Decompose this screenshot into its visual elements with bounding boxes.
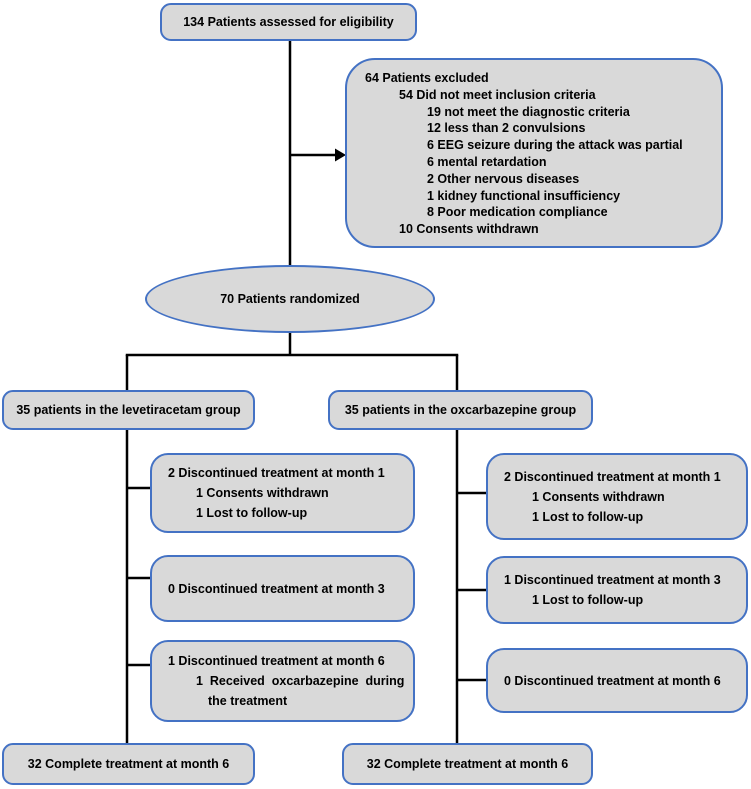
text-line: 2 Discontinued treatment at month 1 [504, 469, 721, 484]
node-right-discontinued-month6: 0 Discontinued treatment at month 6 [486, 648, 748, 713]
text-line: 0 Discontinued treatment at month 6 [504, 673, 721, 688]
text-line: 1 Discontinued treatment at month 6 [168, 654, 385, 668]
node-right-discontinued-month3: 1 Discontinued treatment at month 3 1 Los… [486, 556, 748, 624]
node-label: 32 Complete treatment at month 6 [27, 757, 230, 771]
text-line: 1 Received oxcarbazepine during [196, 674, 405, 688]
node-label: 32 Complete treatment at month 6 [366, 757, 569, 771]
node-left-discontinued-month3: 0 Discontinued treatment at month 3 [150, 555, 415, 622]
text-line: 12 less than 2 convulsions [427, 121, 586, 136]
text-line: 1 Consents withdrawn [196, 486, 329, 500]
text-line: 2 Discontinued treatment at month 1 [168, 466, 385, 480]
node-patients-randomized: 70 Patients randomized [145, 265, 435, 333]
node-label: 70 Patients randomized [220, 292, 360, 306]
text-line: 19 not meet the diagnostic criteria [427, 104, 630, 119]
text-line: 6 EEG seizure during the attack was part… [427, 138, 683, 153]
node-right-discontinued-month1: 2 Discontinued treatment at month 1 1 Con… [486, 453, 748, 540]
text-line: 2 Other nervous diseases [427, 171, 580, 186]
text-line: 1 Lost to follow-up [532, 509, 644, 524]
node-label: 35 patients in the levetiracetam group [16, 403, 241, 417]
node-left-discontinued-month1: 2 Discontinued treatment at month 1 1 Con… [150, 453, 415, 533]
text-line: 54 Did not meet inclusion criteria [399, 87, 596, 102]
text-line: 0 Discontinued treatment at month 3 [168, 581, 385, 596]
node-assessed-for-eligibility: 134 Patients assessed for eligibility [160, 3, 417, 41]
node-label: 134 Patients assessed for eligibility [183, 15, 394, 29]
text-line: 1 Lost to follow-up [532, 593, 644, 607]
text-line: 1 Discontinued treatment at month 3 [504, 573, 721, 587]
node-label: 35 patients in the oxcarbazepine group [344, 403, 577, 417]
text-line: 6 mental retardation [427, 154, 547, 169]
node-left-discontinued-month6: 1 Discontinued treatment at month 6 1 Rec… [150, 640, 415, 722]
text-line: 1 Consents withdrawn [532, 489, 665, 504]
text-line: 64 Patients excluded [365, 71, 489, 85]
text-line: the treatment [208, 694, 288, 708]
node-oxcarbazepine-group: 35 patients in the oxcarbazepine group [328, 390, 593, 430]
node-left-complete-month6: 32 Complete treatment at month 6 [2, 743, 255, 785]
text-line: 1 Lost to follow-up [196, 506, 308, 520]
node-right-complete-month6: 32 Complete treatment at month 6 [342, 743, 593, 785]
text-line: 10 Consents withdrawn [399, 222, 539, 237]
node-patients-excluded: 64 Patients excluded 54 Did not meet incl… [345, 58, 723, 248]
node-levetiracetam-group: 35 patients in the levetiracetam group [2, 390, 255, 430]
text-line: 1 kidney functional insufficiency [427, 188, 621, 203]
text-line: 8 Poor medication compliance [427, 205, 608, 220]
